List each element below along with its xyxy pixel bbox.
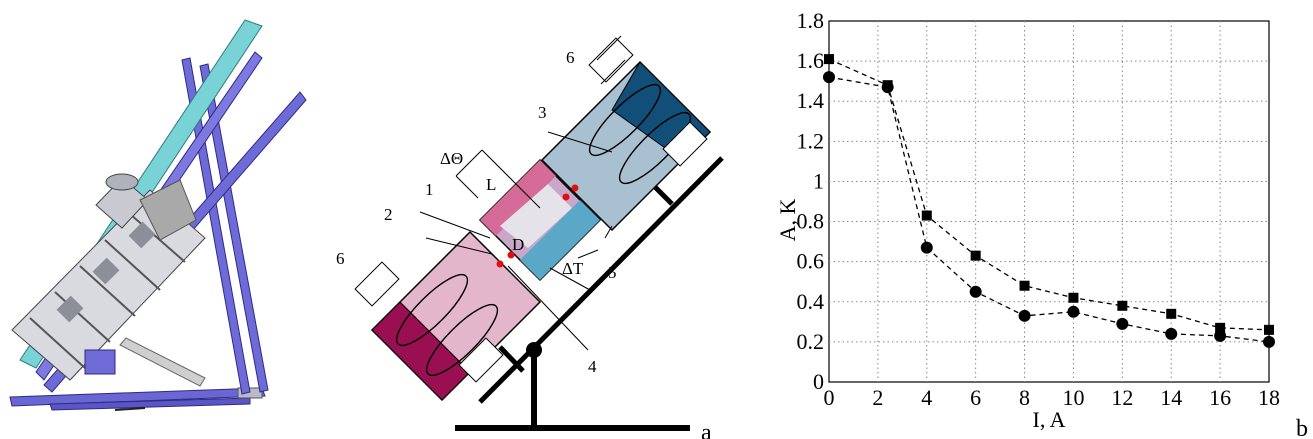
y-tick-label: 0.2 [797,329,825,354]
label-L: L [486,175,496,194]
label-6-top: 6 [566,48,575,67]
heater-box-upper-right [662,121,708,167]
x-tick-label: 6 [970,385,981,410]
data-point-square [1068,292,1079,303]
heater-box-bottom [458,337,504,383]
data-point-square [921,210,932,221]
convection-loops [395,83,692,377]
label-5: 5 [608,263,617,282]
series-layer [823,54,1275,348]
incline-plate [478,156,724,404]
data-point-square [1019,280,1030,291]
x-axis-label: I, A [1033,407,1066,432]
series-line [828,76,1270,343]
data-point-circle [1263,335,1275,348]
thermocouples [496,184,579,268]
label-dtheta: ΔΘ [440,149,463,168]
series-line [828,58,1270,331]
label-dT: ΔT [562,259,584,278]
label-2: 2 [384,205,393,224]
y-tick-label: 1.4 [797,88,825,113]
x-tick-label: 4 [921,385,932,410]
plot-area [828,20,1270,383]
y-tick-label: 0 [813,369,824,394]
panel-letter-b: b [1296,416,1308,439]
y-tick-label: 1.6 [797,48,825,73]
setup-3d-render [9,19,307,411]
label-3: 3 [538,103,547,122]
y-axis-label: A, K [775,199,800,242]
data-point-square [824,54,834,65]
data-point-square [1117,300,1128,311]
y-tick-label: 1 [813,168,824,193]
x-tick-label: 16 [1209,385,1231,410]
y-tick-label: 0.8 [797,209,825,234]
data-point-circle [1067,305,1080,318]
grid [829,21,1269,382]
y-tick-label: 1.2 [797,128,825,153]
schematic-panel-a: 6 3 ΔΘ L 1 2 D ΔT 5 6 4 a [336,35,724,439]
tick-labels: 0 2 4 6 8 10 12 14 16 18 0 0.2 0.4 0.6 0.8 1 1.2 1.4 1.6 1.… [797,8,1281,410]
y-tick-label: 0.6 [797,249,825,274]
y-tick-label: 1.8 [797,8,825,33]
data-point-circle [823,71,835,84]
data-point-square [970,250,981,261]
x-tick-label: 0 [824,385,835,410]
data-point-circle [1165,327,1178,340]
panel-letter-a: a [701,420,712,439]
data-point-circle [1116,317,1129,330]
data-point-square [1166,308,1177,319]
label-1: 1 [425,180,434,199]
data-point-circle [969,285,982,298]
data-point-circle [881,81,894,94]
data-point-square [1264,324,1274,335]
data-point-circle [920,241,933,254]
x-tick-label: 10 [1062,385,1084,410]
y-tick-label: 0.4 [797,289,825,314]
x-tick-label: 2 [872,385,883,410]
x-tick-label: 8 [1019,385,1030,410]
data-point-circle [1214,329,1227,342]
data-point-square [1215,322,1226,333]
x-tick-label: 18 [1258,385,1280,410]
heater-box-left [354,261,400,307]
heater-box-top [588,35,634,85]
label-4: 4 [588,357,597,376]
x-tick-label: 14 [1160,385,1182,410]
data-point-circle [1018,309,1031,322]
label-6-bottom: 6 [336,249,345,268]
chart-panel-b: 0 2 4 6 8 10 12 14 16 18 0 0.2 0.4 0.6 0.8 1 1.2 1.4 1.6 1.… [775,8,1308,439]
label-D: D [512,235,524,254]
x-tick-label: 12 [1111,385,1133,410]
series-circle [823,71,1275,348]
